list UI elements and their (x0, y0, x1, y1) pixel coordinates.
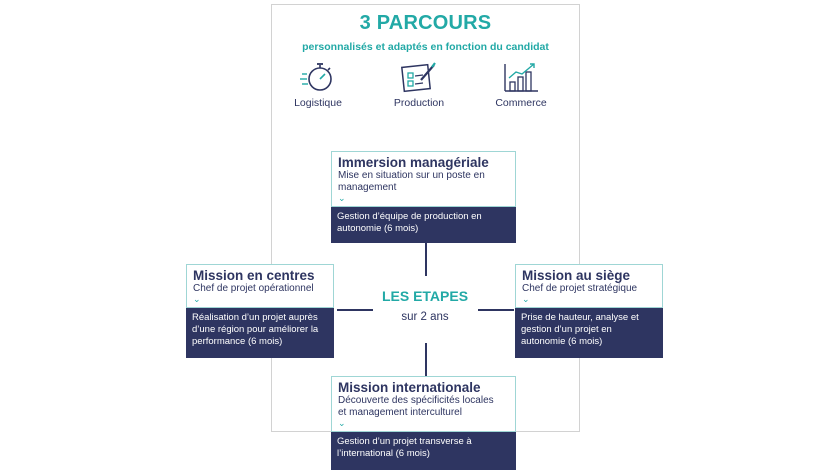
connector-left (337, 309, 373, 311)
step-role: Mise en situation sur un poste en manage… (338, 170, 485, 193)
step-header: Immersion managériale Mise en situation … (331, 151, 516, 207)
parcours-commerce: Commerce (476, 60, 566, 109)
parcours-logistique: Logistique (273, 60, 363, 109)
step-description: Gestion d’équipe de production en autono… (331, 207, 516, 243)
step-title: Mission au siège (522, 268, 631, 283)
page-subtitle: personnalisés et adaptés en fonction du … (302, 41, 549, 53)
center-title: LES ETAPES (381, 288, 469, 304)
bar-chart-growth-icon (476, 60, 566, 94)
checklist-pen-icon (374, 60, 464, 94)
connector-right (478, 309, 514, 311)
chevron-down-icon: ⌄ (338, 418, 346, 428)
connector-bottom (425, 343, 427, 377)
step-mission-internationale: Mission internationale Découverte des sp… (331, 376, 516, 470)
step-description: Réalisation d’un projet auprès d’une rég… (186, 308, 334, 358)
center-duration: sur 2 ans (401, 311, 449, 323)
step-role: Chef de projet opérationnel (193, 283, 314, 294)
connector-top (425, 243, 427, 276)
parcours-label: Logistique (294, 97, 342, 109)
stopwatch-icon (273, 60, 363, 94)
step-mission-en-centres: Mission en centres Chef de projet opérat… (186, 264, 334, 358)
step-immersion-manageriale: Immersion managériale Mise en situation … (331, 151, 516, 243)
step-role: Découverte des spécificités locales et m… (338, 395, 494, 418)
step-title: Mission internationale (338, 380, 481, 395)
parcours-production: Production (374, 60, 464, 109)
step-title: Mission en centres (193, 268, 315, 283)
step-header: Mission internationale Découverte des sp… (331, 376, 516, 432)
chevron-down-icon: ⌄ (522, 294, 530, 304)
page-title: 3 PARCOURS (359, 12, 492, 34)
step-mission-au-siege: Mission au siège Chef de projet stratégi… (515, 264, 663, 358)
step-header: Mission au siège Chef de projet stratégi… (515, 264, 663, 308)
step-role: Chef de projet stratégique (522, 283, 638, 294)
step-description: Gestion d’un projet transverse à l’inter… (331, 432, 516, 470)
parcours-label: Production (393, 97, 445, 109)
step-header: Mission en centres Chef de projet opérat… (186, 264, 334, 308)
chevron-down-icon: ⌄ (338, 193, 346, 203)
step-description: Prise de hauteur, analyse et gestion d’u… (515, 308, 663, 358)
chevron-down-icon: ⌄ (193, 294, 201, 304)
parcours-label: Commerce (495, 97, 547, 109)
step-title: Immersion managériale (338, 155, 489, 170)
center-label: LES ETAPES sur 2 ans (340, 288, 510, 323)
